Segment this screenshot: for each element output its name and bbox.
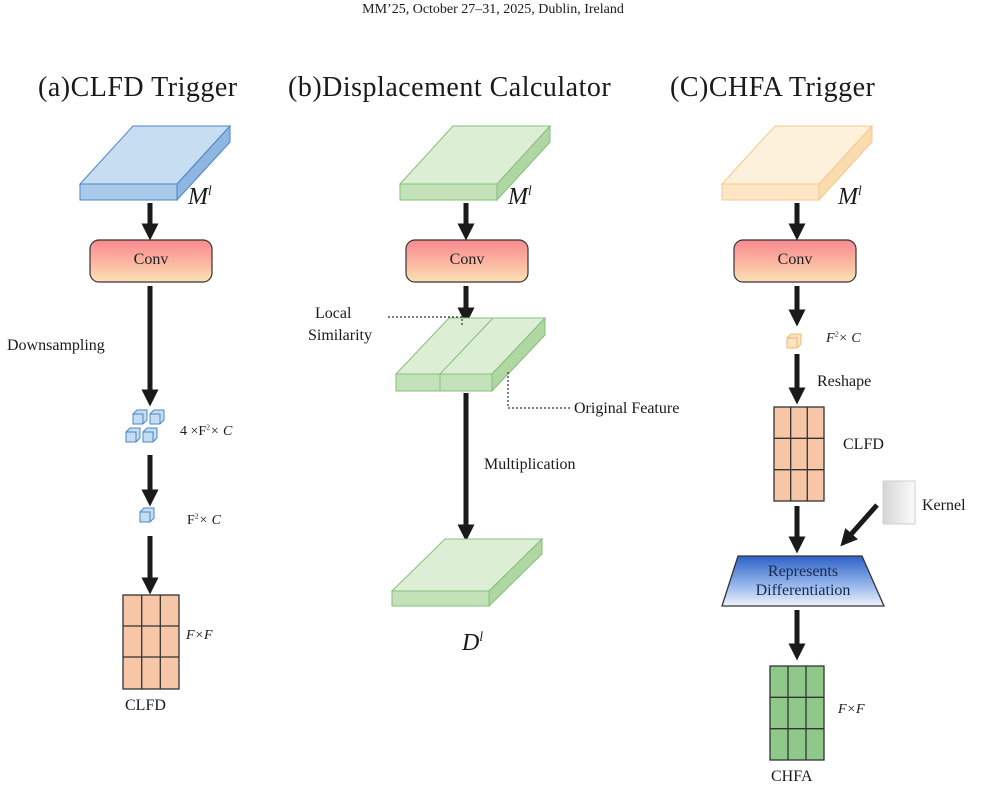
output-var-b: Dl bbox=[462, 629, 484, 656]
local-similarity-leader bbox=[388, 316, 463, 326]
multiplication-label: Multiplication bbox=[484, 456, 576, 473]
cube-single-a bbox=[139, 507, 155, 523]
arrow-c-kernel bbox=[840, 503, 879, 547]
conv-label-a: Conv bbox=[133, 251, 169, 268]
panel-b-title: (b)Displacement Calculator bbox=[288, 72, 612, 103]
caption-clfd: CLFD bbox=[125, 697, 166, 714]
input-slab-a bbox=[78, 124, 232, 202]
panel-c bbox=[720, 124, 916, 761]
conv-box-c bbox=[733, 239, 857, 283]
panel-c-title: (C)CHFA Trigger bbox=[670, 72, 876, 103]
original-feature-label: Original Feature bbox=[574, 400, 680, 417]
local-similarity-label-1: Local bbox=[315, 305, 352, 322]
input-var-a: Ml bbox=[188, 183, 212, 210]
grid-label-c-clfd: CLFD bbox=[843, 436, 884, 453]
dim-label-c: F2× C bbox=[826, 329, 861, 346]
panel-b bbox=[388, 124, 572, 608]
grid-label-a: F×F bbox=[186, 628, 213, 643]
grid-c-clfd bbox=[773, 406, 825, 502]
page-header: MM’25, October 27–31, 2025, Dublin, Irel… bbox=[362, 2, 624, 17]
cube-cluster-a bbox=[125, 409, 165, 443]
panel-a-title: (a)CLFD Trigger bbox=[38, 72, 238, 103]
grid-label-c-chfa: F×F bbox=[838, 702, 865, 717]
feature-slab-b bbox=[394, 316, 547, 393]
input-var-b: Ml bbox=[508, 183, 532, 210]
kernel-label: Kernel bbox=[922, 497, 966, 514]
kernel-box bbox=[882, 480, 916, 525]
caption-chfa: CHFA bbox=[771, 768, 813, 785]
grid-c-chfa bbox=[769, 665, 825, 761]
dim-label-a-2: F2× C bbox=[187, 511, 221, 528]
conv-box-a bbox=[89, 239, 213, 283]
conv-label-c: Conv bbox=[777, 251, 813, 268]
input-slab-b bbox=[398, 124, 552, 202]
dim-label-a-1: 4 ×F2× C bbox=[180, 422, 233, 439]
conv-label-b: Conv bbox=[449, 251, 485, 268]
input-var-c: Ml bbox=[838, 183, 862, 210]
represents-label-1: Represents bbox=[767, 563, 839, 580]
local-similarity-label-2: Similarity bbox=[308, 327, 372, 344]
cube-single-c bbox=[786, 333, 802, 349]
input-slab-c bbox=[720, 124, 874, 202]
grid-a bbox=[122, 594, 180, 690]
represents-trapezoid bbox=[721, 555, 885, 607]
panel-a bbox=[78, 124, 232, 690]
original-feature-leader bbox=[507, 372, 572, 409]
output-slab-b bbox=[390, 537, 544, 608]
reshape-label: Reshape bbox=[817, 373, 872, 390]
downsampling-label: Downsampling bbox=[7, 337, 105, 354]
represents-label-2: Differentiation bbox=[755, 582, 851, 599]
conv-box-b bbox=[405, 239, 529, 283]
